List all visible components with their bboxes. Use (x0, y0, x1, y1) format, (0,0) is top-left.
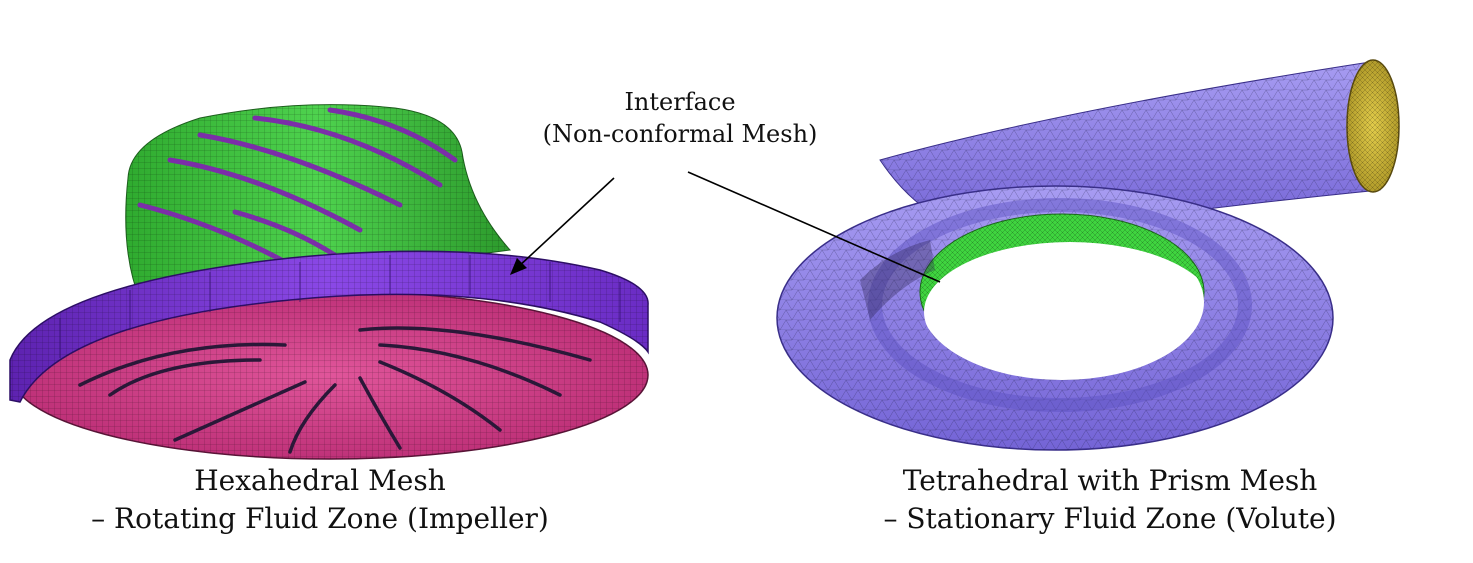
interface-label-line1: Interface (624, 88, 736, 116)
interface-leader-arrows (510, 171, 941, 283)
impeller-blades-lower (78, 326, 592, 454)
impeller-caption-line2: – Rotating Fluid Zone (Impeller) (91, 502, 549, 535)
interface-label-line2: (Non-conformal Mesh) (542, 120, 818, 148)
arrowhead-impeller (510, 258, 527, 275)
leader-line-volute (687, 171, 941, 283)
volute-mesh (776, 59, 1400, 451)
volute-caption: Tetrahedral with Prism Mesh – Stationary… (820, 462, 1400, 538)
volute-caption-line2: – Stationary Fluid Zone (Volute) (883, 502, 1337, 535)
impeller-caption-line1: Hexahedral Mesh (194, 464, 446, 497)
leader-arrow-impeller (516, 177, 615, 269)
volute-caption-line1: Tetrahedral with Prism Mesh (902, 464, 1318, 497)
impeller-caption: Hexahedral Mesh – Rotating Fluid Zone (I… (40, 462, 600, 538)
interface-label: Interface (Non-conformal Mesh) (470, 86, 890, 150)
impeller-mesh (9, 104, 649, 460)
